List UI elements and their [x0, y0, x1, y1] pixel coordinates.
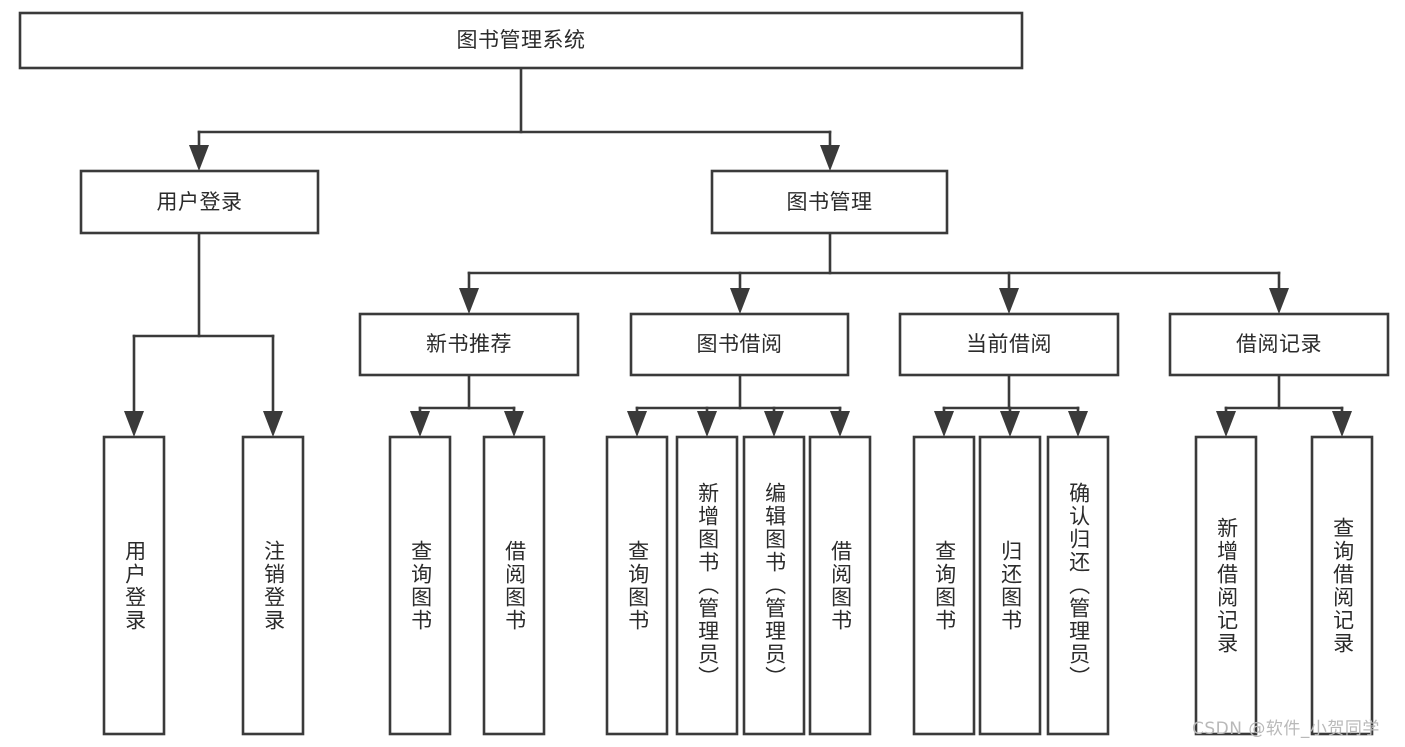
node-box-leaf-7[interactable]	[808, 435, 872, 736]
arrow-head-current-borrow	[999, 288, 1019, 314]
arrow-head-leaf-borrow-book-2	[830, 411, 850, 437]
node-box-leaf-2[interactable]	[388, 435, 452, 736]
node-box-current-borrow[interactable]	[898, 312, 1120, 377]
arrow-head-leaf-add-record	[1216, 411, 1236, 437]
arrow-head-leaf-query-book-3	[934, 411, 954, 437]
node-box-leaf-10[interactable]	[1046, 435, 1110, 736]
node-box-leaf-6[interactable]	[742, 435, 806, 736]
arrow-head-leaf-user-login	[124, 411, 144, 437]
connector-group	[124, 66, 1352, 437]
arrow-head-leaf-confirm-return	[1068, 411, 1088, 437]
arrow-head-leaf-query-book-2	[627, 411, 647, 437]
node-box-leaf-3[interactable]	[482, 435, 546, 736]
node-box-leaf-4[interactable]	[605, 435, 669, 736]
node-box-leaf-5[interactable]	[675, 435, 739, 736]
arrow-head-book-manage	[820, 145, 840, 171]
node-box-root[interactable]	[18, 11, 1024, 70]
arrow-head-leaf-add-book	[697, 411, 717, 437]
arrow-head-leaf-query-record	[1332, 411, 1352, 437]
arrow-head-leaf-edit-book	[764, 411, 784, 437]
node-box-leaf-1[interactable]	[241, 435, 305, 736]
arrow-head-leaf-return-book	[1000, 411, 1020, 437]
node-box-leaf-11[interactable]	[1194, 435, 1258, 736]
watermark-text: CSDN @软件_小贺同学	[1192, 719, 1380, 739]
node-box-leaf-0[interactable]	[102, 435, 166, 736]
node-box-group	[18, 11, 1390, 736]
arrow-head-book-borrow	[730, 288, 750, 314]
arrow-head-leaf-logout	[263, 411, 283, 437]
node-box-book-manage[interactable]	[710, 169, 949, 235]
arrow-head-leaf-borrow-book-1	[504, 411, 524, 437]
node-box-new-book-rec[interactable]	[358, 312, 580, 377]
node-box-user-login[interactable]	[79, 169, 320, 235]
node-box-borrow-record[interactable]	[1168, 312, 1390, 377]
arrow-head-new-book-rec	[459, 288, 479, 314]
node-box-leaf-8[interactable]	[912, 435, 976, 736]
node-box-leaf-12[interactable]	[1310, 435, 1374, 736]
arrow-head-user-login	[189, 145, 209, 171]
node-box-leaf-9[interactable]	[978, 435, 1042, 736]
arrow-head-borrow-record	[1269, 288, 1289, 314]
node-box-book-borrow[interactable]	[629, 312, 850, 377]
arrow-head-leaf-query-book-1	[410, 411, 430, 437]
